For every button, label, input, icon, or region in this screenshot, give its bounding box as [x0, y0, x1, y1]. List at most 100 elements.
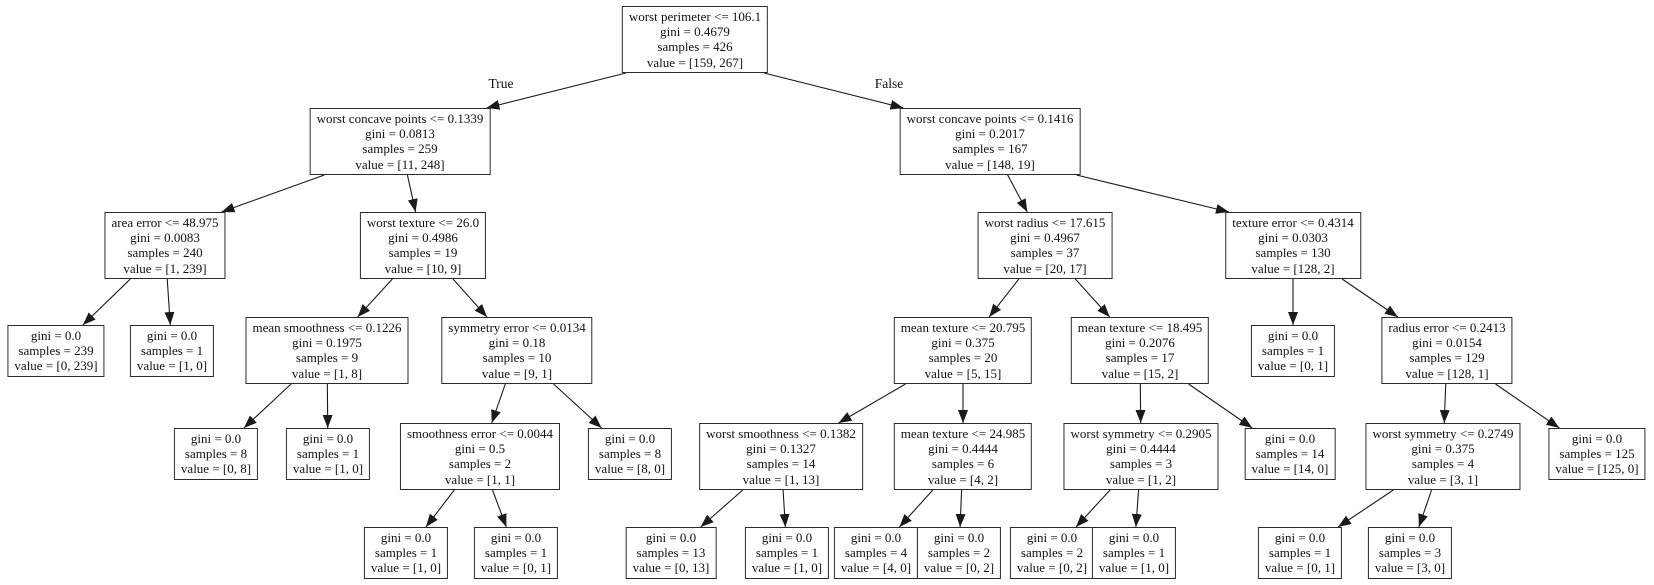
node-samples: samples = 9 [295, 350, 359, 366]
node-gini: gini = 0.0 [645, 530, 697, 545]
node-value: value = [4, 2] [927, 471, 999, 487]
node-gini: gini = 0.1975 [292, 335, 362, 351]
node-samples: samples = 1 [1261, 343, 1325, 359]
tree-edge [243, 383, 292, 429]
node-value: value = [1, 8] [291, 365, 363, 381]
node-value: value = [1, 2] [1105, 471, 1177, 487]
node-gini: gini = 0.0 [380, 530, 432, 545]
node-gini: gini = 0.0 [850, 530, 902, 545]
tree-edge [425, 489, 455, 528]
node-condition: mean texture <= 18.495 [1077, 320, 1203, 335]
node-gini: gini = 0.0813 [365, 126, 435, 142]
node-condition: worst concave points <= 0.1339 [316, 111, 484, 126]
node-value: value = [0, 2] [923, 560, 995, 576]
node-value: value = [148, 19] [945, 156, 1035, 172]
node-samples: samples = 2 [448, 456, 512, 472]
node-gini: gini = 0.0 [1108, 530, 1160, 545]
node-value: value = [10, 9] [384, 260, 462, 276]
node-gini: gini = 0.0 [490, 530, 542, 545]
edge-label-true: True [488, 76, 514, 91]
node-value: value = [15, 2] [1101, 365, 1179, 381]
node-gini: gini = 0.4679 [660, 24, 730, 40]
node-gini: gini = 0.4967 [1010, 230, 1080, 246]
node-condition: area error <= 48.975 [111, 215, 219, 230]
node-value: value = [128, 2] [1251, 260, 1335, 276]
node-samples: samples = 1 [296, 446, 360, 462]
node-samples: samples = 167 [952, 141, 1028, 157]
tree-edge [164, 278, 175, 326]
node-gini: gini = 0.0 [1026, 530, 1078, 545]
node-samples: samples = 4 [844, 545, 908, 561]
node-value: value = [0, 1] [480, 560, 552, 576]
node-samples: samples = 239 [18, 343, 94, 359]
node-samples: samples = 240 [127, 245, 203, 261]
tree-edge [553, 383, 602, 429]
node-gini: gini = 0.4444 [1106, 441, 1176, 457]
tree-edge [486, 72, 627, 110]
node-gini: gini = 0.1327 [746, 441, 816, 457]
tree-edge [838, 383, 906, 424]
node-value: value = [0, 1] [1264, 560, 1336, 576]
node-value: value = [4, 0] [840, 560, 912, 576]
node-samples: samples = 1 [1268, 545, 1332, 561]
tree-edge [899, 489, 934, 528]
node-condition: worst symmetry <= 0.2905 [1070, 426, 1212, 441]
node-gini: gini = 0.0 [1267, 328, 1319, 343]
node-condition: worst symmetry <= 0.2749 [1372, 426, 1514, 441]
node-samples: samples = 14 [746, 456, 816, 472]
tree-edge [1075, 489, 1111, 528]
tree-edge [82, 278, 131, 326]
node-condition: radius error <= 0.2413 [1388, 320, 1506, 335]
node-value: value = [0, 13] [632, 560, 710, 576]
node-condition: mean smoothness <= 0.1226 [252, 320, 402, 335]
node-gini: gini = 0.0 [30, 328, 82, 343]
node-samples: samples = 2 [1020, 545, 1084, 561]
node-samples: samples = 10 [482, 350, 552, 366]
tree-edge [491, 489, 507, 528]
node-gini: gini = 0.2076 [1105, 335, 1175, 351]
node-value: value = [125, 0] [1555, 461, 1639, 477]
node-gini: gini = 0.0 [190, 431, 242, 446]
node-samples: samples = 20 [928, 350, 998, 366]
node-samples: samples = 13 [636, 545, 706, 561]
node-condition: smoothness error <= 0.0044 [406, 426, 554, 441]
node-gini: gini = 0.0 [933, 530, 985, 545]
node-samples: samples = 1 [140, 343, 204, 359]
edge-label-false: False [874, 76, 904, 91]
node-value: value = [128, 1] [1405, 365, 1489, 381]
node-gini: gini = 0.0083 [130, 230, 200, 246]
tree-edge [1131, 489, 1142, 528]
node-samples: samples = 6 [931, 456, 995, 472]
node-samples: samples = 2 [927, 545, 991, 561]
node-samples: samples = 8 [184, 446, 248, 462]
node-value: value = [1, 239] [123, 260, 207, 276]
tree-edge [1337, 489, 1394, 528]
node-gini: gini = 0.375 [931, 335, 995, 351]
node-condition: worst perimeter <= 106.1 [628, 9, 762, 24]
node-condition: mean texture <= 24.985 [900, 426, 1026, 441]
node-samples: samples = 129 [1409, 350, 1485, 366]
tree-edge [1188, 383, 1253, 429]
node-samples: samples = 4 [1411, 456, 1475, 472]
node-gini: gini = 0.0 [1264, 431, 1316, 446]
